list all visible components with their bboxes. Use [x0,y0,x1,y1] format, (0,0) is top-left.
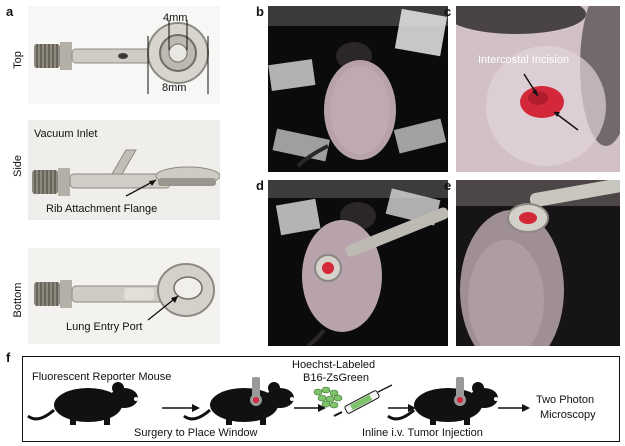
cells-label-line2: B16-ZsGreen [303,372,370,384]
intercostal-incision-label: Intercostal Incision [478,54,570,66]
window-closeup-photo [456,180,620,346]
dimension-4mm-label: 4mm [163,12,188,24]
dimension-8mm-label: 8mm [162,82,187,94]
panel-a-top-label: Top [12,51,24,69]
panel-a-bottom-label: Bottom [12,282,24,318]
panel-a-side-label: Side [12,154,24,178]
device-side-drawing [32,149,220,197]
panel-d-letter: d [256,178,264,193]
panel-a-letter: a [6,4,14,19]
window-placed-photo [268,180,448,346]
window-closeup-drawing [456,180,620,346]
surgery-label: Surgery to Place Window [134,427,258,439]
lung-entry-port-label: Lung Entry Port [66,321,143,333]
workflow-box [22,356,620,442]
reporter-mouse-label: Fluorescent Reporter Mouse [32,371,172,383]
mouse-prep-photo [268,6,448,172]
device-top-drawing [34,20,209,94]
cells-label-line1: Hoechst-Labeled [292,359,376,371]
mouse-prep-drawing [268,6,448,172]
panel-f-letter: f [6,350,11,365]
incision-photo [456,6,620,172]
incision-drawing [456,6,620,172]
window-placed-drawing [268,180,448,346]
imaging-label-line2: Microscopy [540,409,596,421]
rib-attachment-flange-label: Rib Attachment Flange [46,203,158,215]
device-bottom-photo [28,248,220,344]
device-side-photo [28,120,220,220]
injection-label: Inline i.v. Tumor Injection [362,427,483,439]
vacuum-inlet-label: Vacuum Inlet [34,128,98,140]
panel-b-letter: b [256,4,264,19]
panel-c-letter: c [444,4,452,19]
device-bottom-drawing [34,263,215,321]
panel-e-letter: e [444,178,452,193]
imaging-label-line1: Two Photon [536,394,595,406]
device-top-photo [28,6,220,104]
